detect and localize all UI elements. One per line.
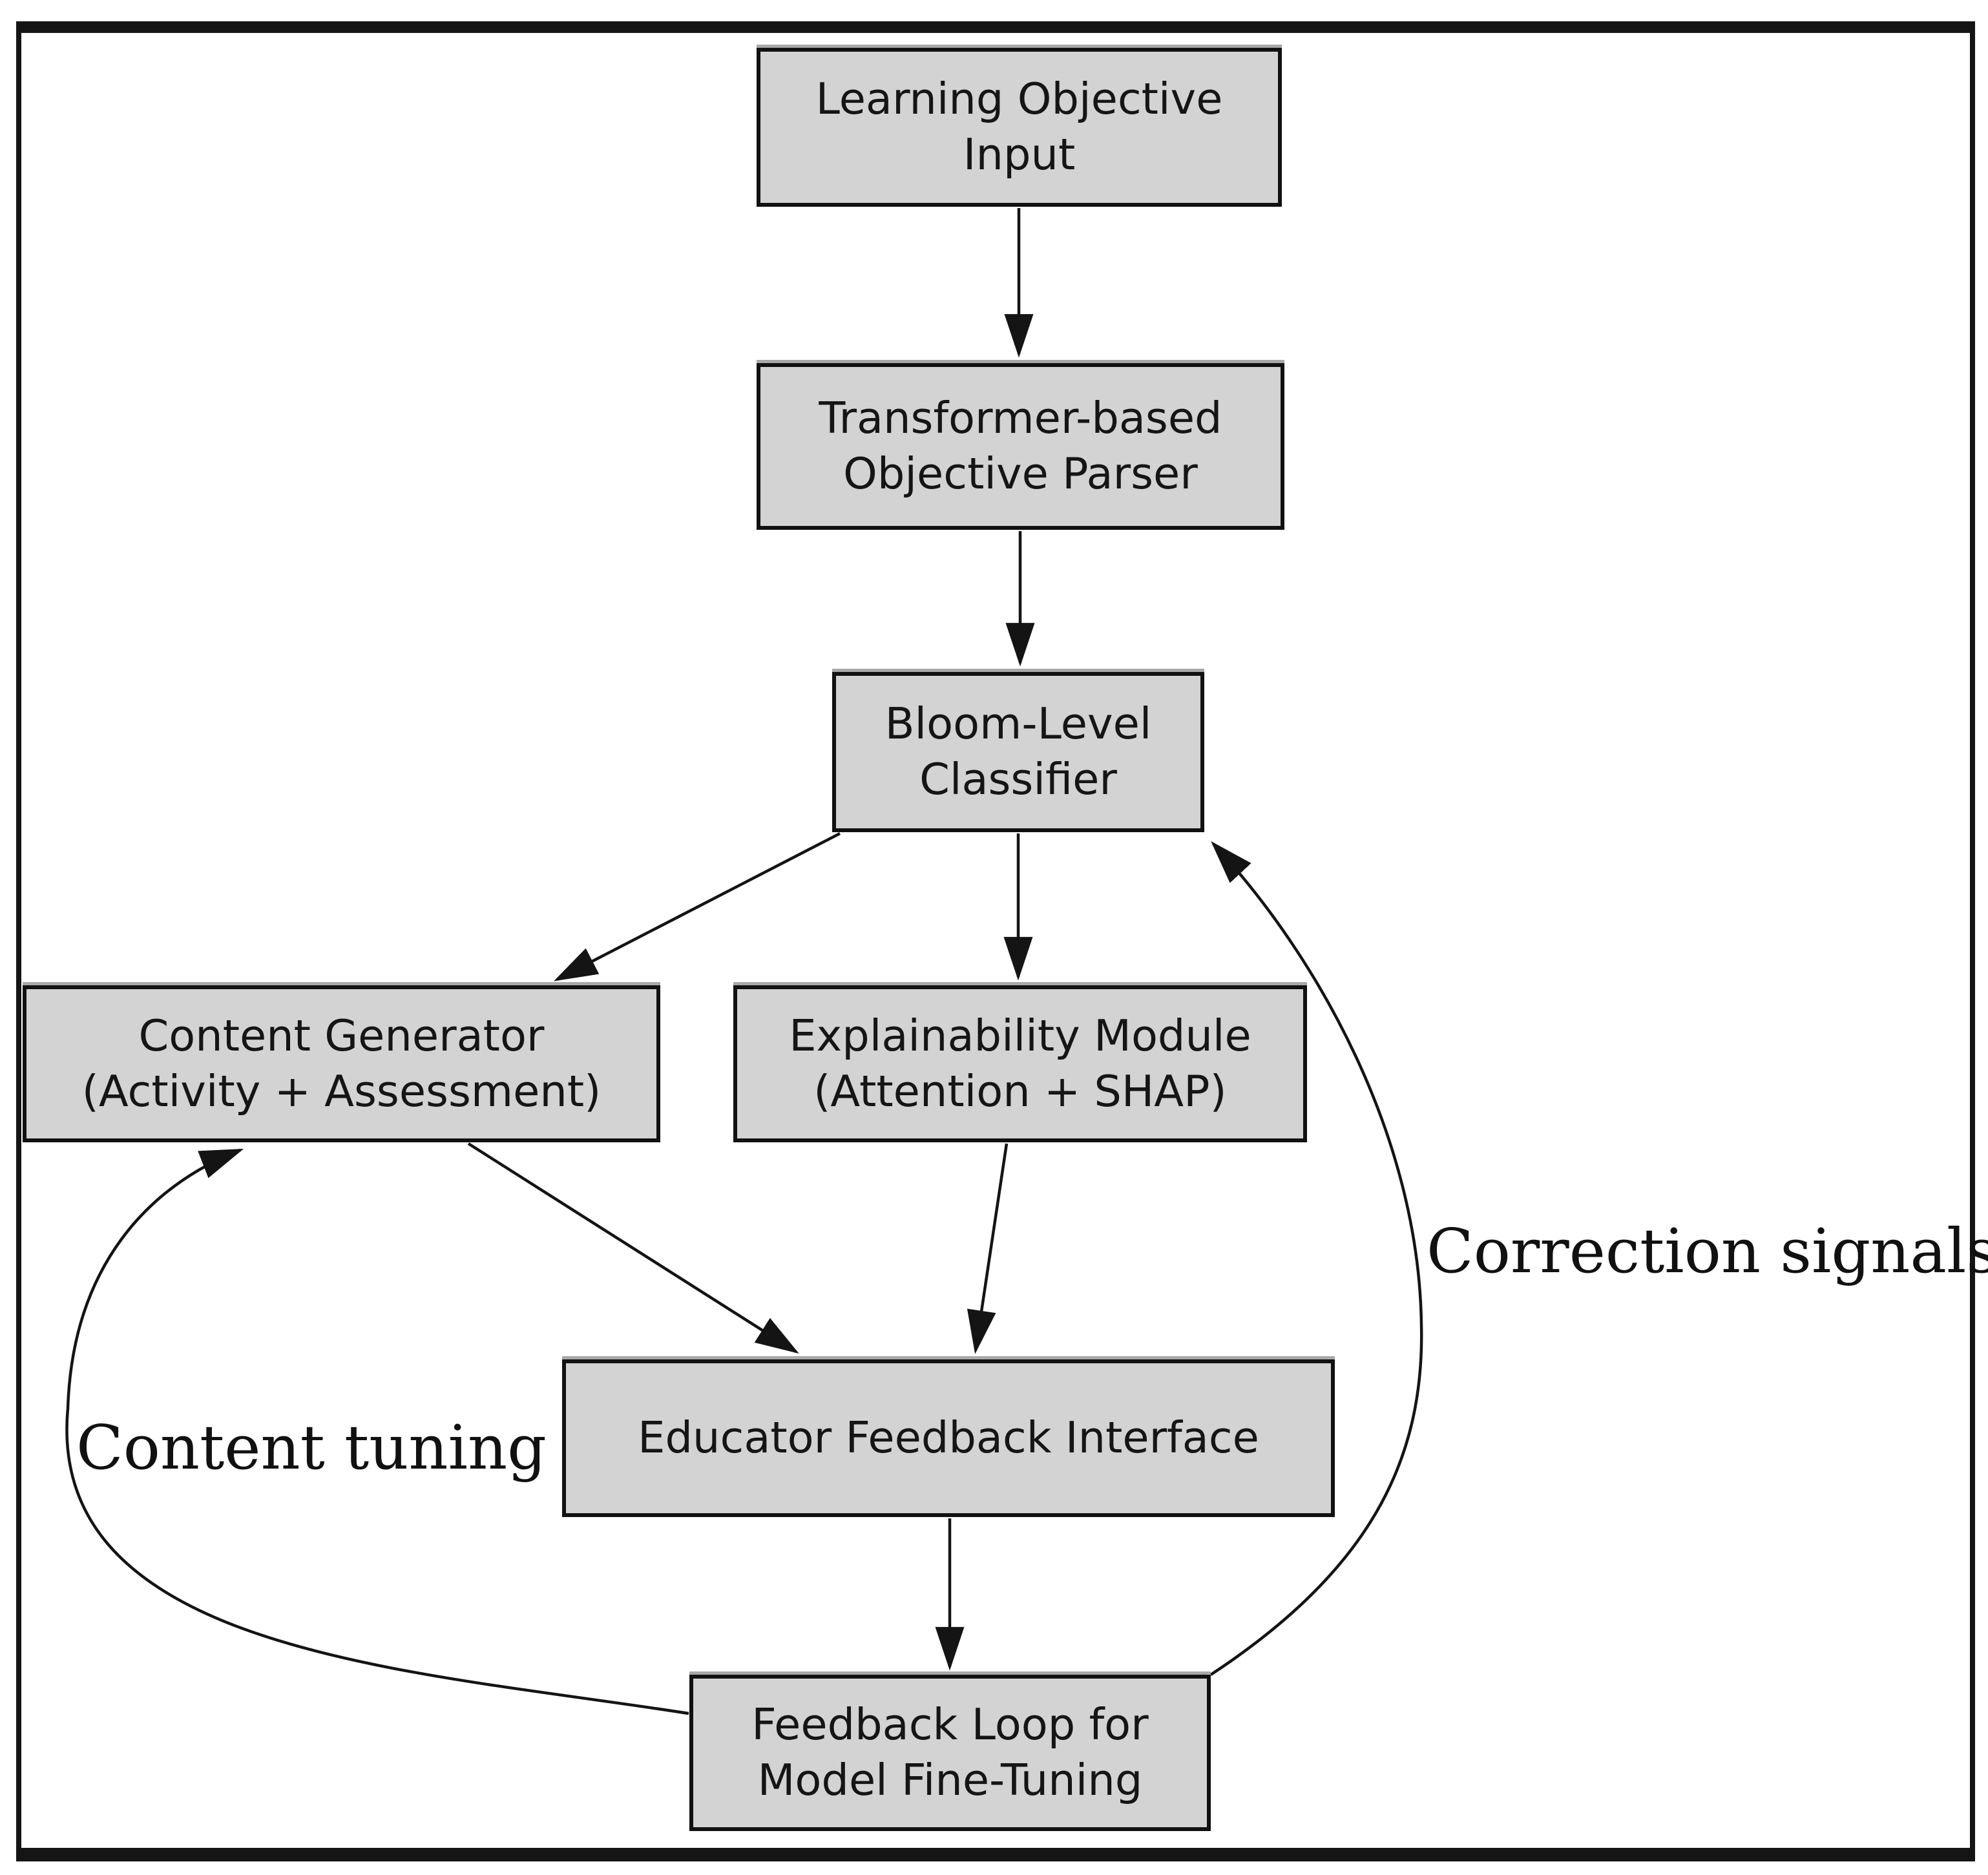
edge-label-content-tuning: Content tuning [76, 1412, 547, 1483]
edge-content-generator-to-educator [467, 1142, 799, 1354]
node-content-generator: Content Generator (Activity + Assessment… [23, 985, 660, 1142]
figure-frame [16, 21, 1975, 1861]
edge-bloom-to-content-generator [554, 832, 841, 981]
edge-content-tuning [65, 1148, 689, 1715]
node-explainability-module: Explainability Module (Attention + SHAP) [733, 985, 1307, 1142]
edge-explainability-to-educator [967, 1143, 1009, 1354]
edge-correction-signals [1209, 841, 1423, 1676]
node-educator-feedback-interface: Educator Feedback Interface [562, 1359, 1335, 1517]
node-feedback-loop-fine-tuning: Feedback Loop for Model Fine-Tuning [689, 1675, 1211, 1831]
node-bloom-level-classifier: Bloom-Level Classifier [832, 672, 1204, 832]
node-transformer-objective-parser: Transformer-based Objective Parser [757, 363, 1284, 530]
node-learning-objective-input: Learning Objective Input [757, 48, 1282, 207]
edge-label-correction-signals: Correction signals [1427, 1216, 1988, 1287]
